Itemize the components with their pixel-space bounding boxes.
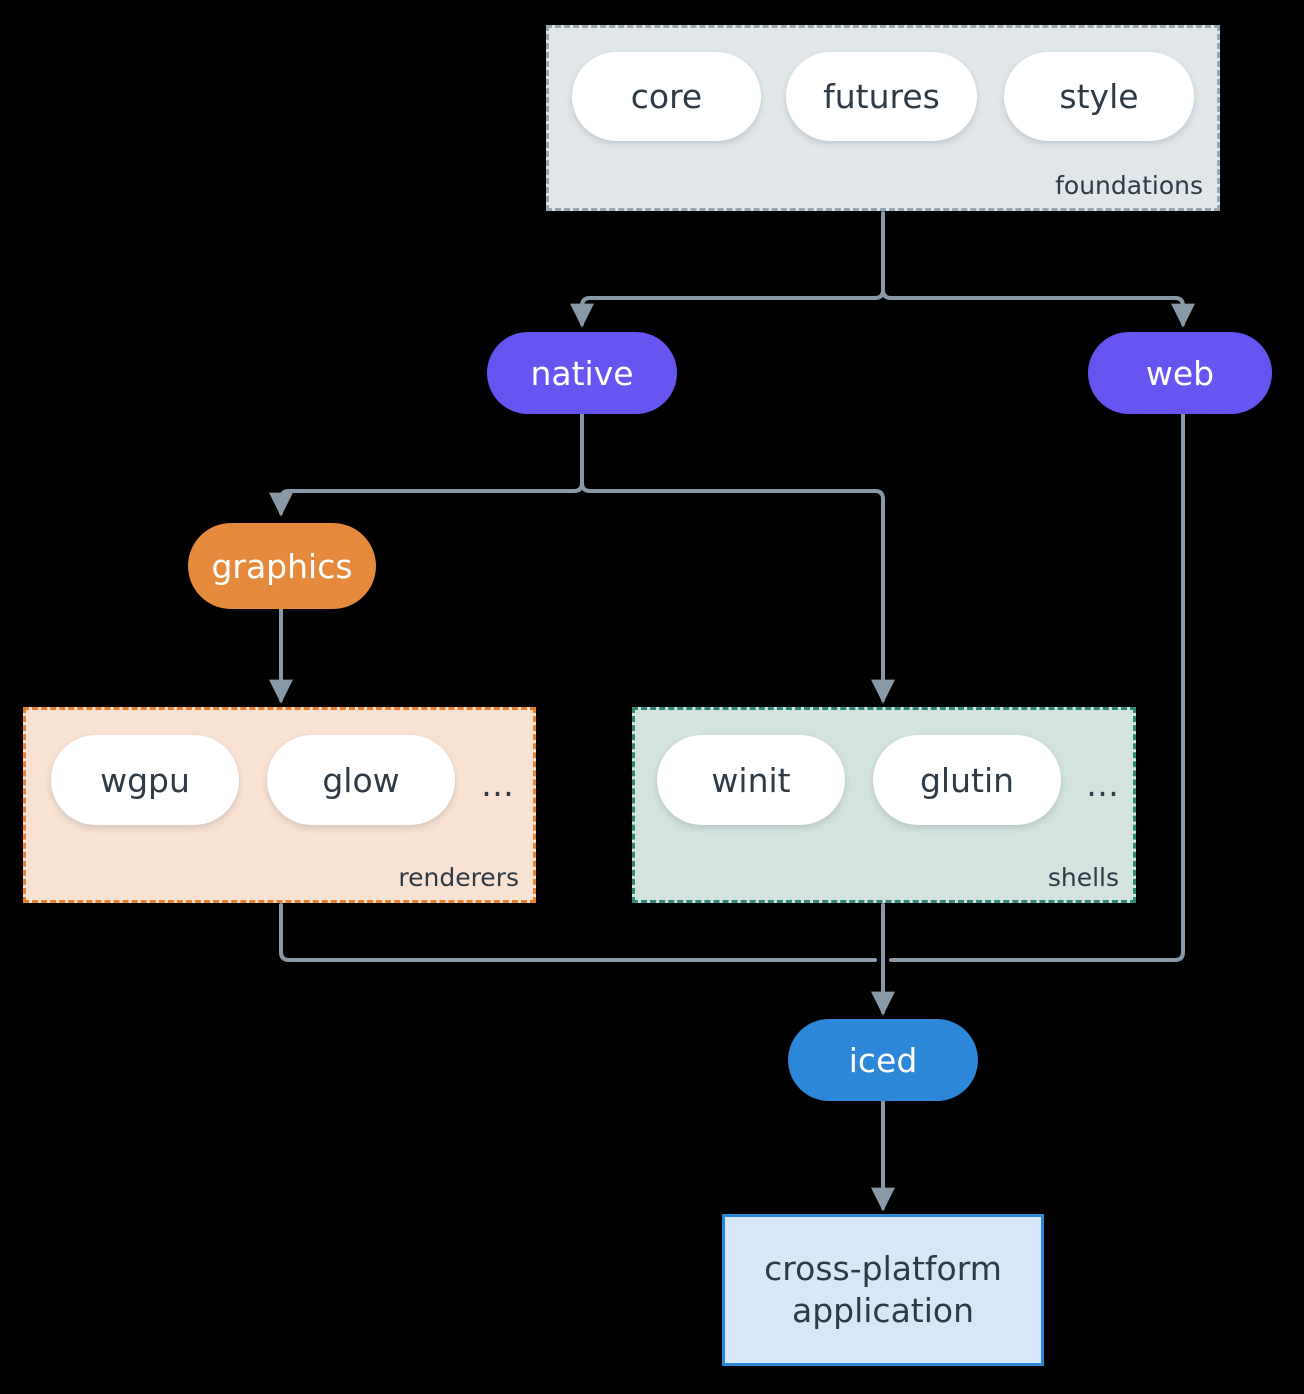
edge-native-to-shells	[580, 481, 895, 704]
node-winit[interactable]: winit	[657, 735, 845, 825]
edge-foundations-to-native	[570, 288, 885, 328]
node-style[interactable]: style	[1004, 52, 1194, 141]
node-winit-label: winit	[711, 760, 791, 800]
node-glutin[interactable]: glutin	[873, 735, 1061, 825]
node-iced-label: iced	[848, 1040, 918, 1080]
edge-renderers-to-iced	[279, 903, 877, 962]
node-native-label: native	[530, 353, 634, 393]
node-web-label: web	[1145, 353, 1215, 393]
node-glutin-label: glutin	[919, 760, 1015, 800]
node-web[interactable]: web	[1088, 332, 1272, 414]
node-glow-label: glow	[322, 760, 400, 800]
node-wgpu[interactable]: wgpu	[51, 735, 239, 825]
node-iced[interactable]: iced	[788, 1019, 978, 1101]
edge-foundations-to-web	[881, 288, 1195, 328]
node-graphics-label: graphics	[211, 546, 353, 586]
node-futures-label: futures	[823, 77, 940, 116]
node-application-label-line2: application	[791, 1291, 975, 1330]
node-renderers-more: …	[481, 765, 514, 804]
node-native[interactable]: native	[487, 332, 677, 414]
node-core-label: core	[630, 77, 703, 116]
node-wgpu-label: wgpu	[100, 760, 190, 800]
node-graphics[interactable]: graphics	[188, 523, 376, 609]
cluster-shells-label: shells	[1047, 863, 1119, 892]
node-shells-more: …	[1086, 765, 1119, 804]
node-glow[interactable]: glow	[267, 735, 455, 825]
cluster-foundations-label: foundations	[1055, 171, 1203, 200]
edge-native-to-graphics	[269, 481, 584, 517]
node-cross-platform-application[interactable]: cross-platform application	[722, 1214, 1044, 1366]
node-style-label: style	[1059, 77, 1139, 116]
cluster-renderers-label: renderers	[398, 863, 519, 892]
node-application-label-line1: cross-platform	[764, 1248, 1002, 1288]
node-futures[interactable]: futures	[786, 52, 977, 141]
node-core[interactable]: core	[572, 52, 761, 141]
